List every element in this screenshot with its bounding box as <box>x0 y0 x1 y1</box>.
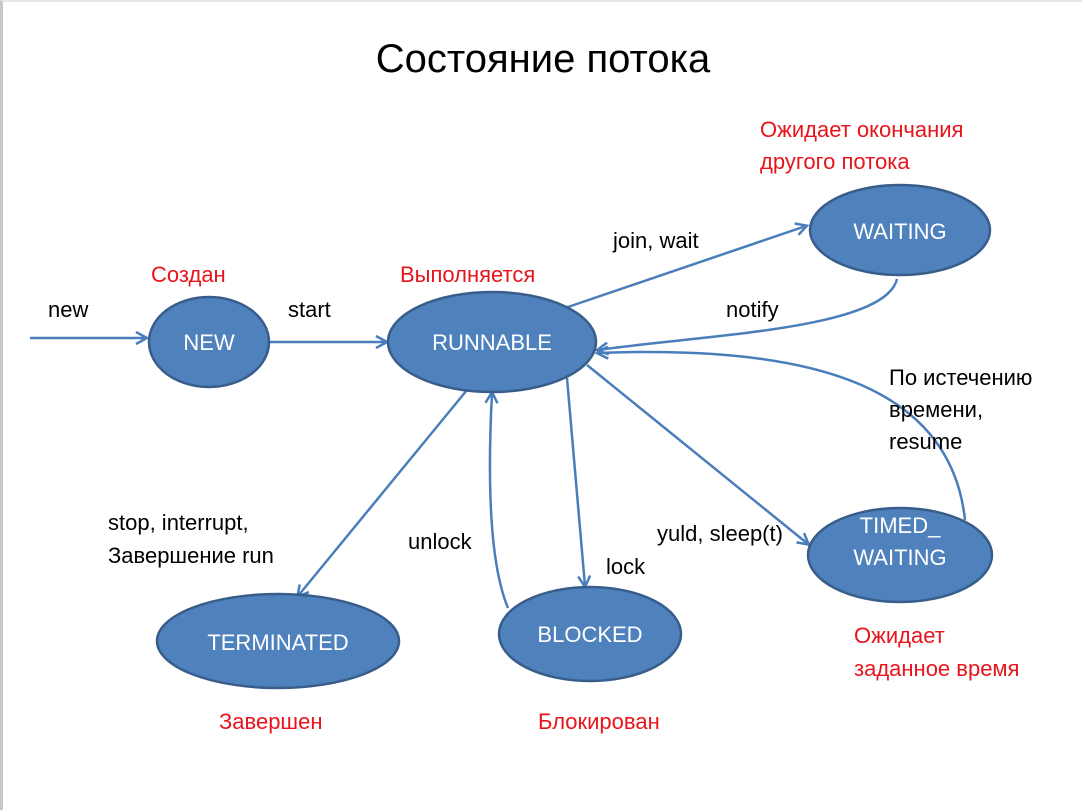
label-join-wait: join, wait <box>612 228 699 253</box>
label-timeout-line: времени, <box>889 397 983 422</box>
label-unlock: unlock <box>408 529 473 554</box>
state-label: RUNNABLE <box>432 330 552 355</box>
state-blocked: BLOCKED <box>497 585 683 683</box>
state-label: WAITING <box>853 219 946 244</box>
label-lock: lock <box>606 554 646 579</box>
label-stop-line: Завершение run <box>108 543 274 568</box>
label-timeout-line: По истечению <box>889 365 1032 390</box>
state-terminated: TERMINATED <box>155 592 401 690</box>
arrow-timeout-resume <box>598 352 967 521</box>
state-label: BLOCKED <box>537 622 642 647</box>
state-label: TERMINATED <box>207 630 348 655</box>
label-stop-line: stop, interrupt, <box>108 510 249 535</box>
state-label-line: TIMED_ <box>860 513 941 538</box>
note-terminated: Завершен <box>219 709 322 734</box>
arrow-stop <box>298 389 468 596</box>
arrow-unlock <box>490 393 510 609</box>
arrow-lock <box>565 377 585 586</box>
state-runnable: RUNNABLE <box>386 290 598 394</box>
state-label: NEW <box>183 330 235 355</box>
note-runnable: Выполняется <box>400 262 535 287</box>
arrow-join-wait <box>564 226 806 310</box>
label-notify: notify <box>726 297 779 322</box>
note-timed-waiting-line: Ожидает <box>854 623 945 648</box>
note-timed-waiting-line: заданное время <box>854 656 1019 681</box>
state-waiting: WAITING <box>808 183 992 277</box>
state-label-line: WAITING <box>853 545 946 570</box>
label-timeout-line: resume <box>889 429 962 454</box>
arrow-yield-sleep <box>586 364 808 544</box>
label-start: start <box>288 297 331 322</box>
note-new: Создан <box>151 262 226 287</box>
label-yield-sleep: yuld, sleep(t) <box>657 521 783 546</box>
state-new: NEW <box>147 295 271 389</box>
note-waiting-line: Ожидает окончания <box>760 117 963 142</box>
arrow-notify <box>598 278 899 350</box>
state-timed-waiting: TIMED_ WAITING <box>806 506 994 604</box>
label-new: new <box>48 297 88 322</box>
diagram-title: Состояние потока <box>376 37 711 81</box>
note-waiting-line: другого потока <box>760 149 910 174</box>
note-blocked: Блокирован <box>538 709 660 734</box>
